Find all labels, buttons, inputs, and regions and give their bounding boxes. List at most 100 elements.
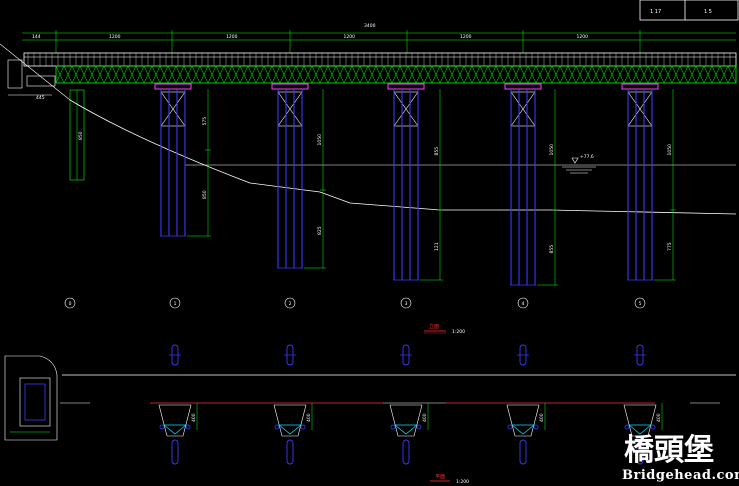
truss-member xyxy=(391,65,401,84)
pier-lower-depth: 850 xyxy=(202,190,208,199)
truss-member xyxy=(439,65,449,84)
truss-member xyxy=(223,65,233,84)
pier-lower-depth: 825 xyxy=(317,226,323,235)
axis-label: 5 xyxy=(639,301,642,307)
truss-member xyxy=(551,65,561,84)
elevation-title: 立面 xyxy=(429,323,439,330)
truss-member xyxy=(671,65,681,84)
pier-brace xyxy=(277,91,303,127)
axis-label: 2 xyxy=(289,301,292,307)
truss-member xyxy=(127,65,137,84)
pier-brace xyxy=(627,91,653,127)
pier-upper-depth: 1050 xyxy=(317,134,323,146)
truss-member xyxy=(703,65,713,84)
plan-pier-4: 400 xyxy=(506,344,546,465)
truss-member xyxy=(567,65,577,84)
truss-member xyxy=(255,65,265,84)
truss-member xyxy=(111,65,121,84)
truss-member xyxy=(687,65,697,84)
axis-circle xyxy=(400,297,412,309)
truss-member xyxy=(327,65,337,84)
plan-cap xyxy=(623,404,657,437)
truss-member xyxy=(247,65,257,84)
plan-pile xyxy=(274,424,280,430)
plan-dim-label: 400 xyxy=(422,413,428,422)
truss-member xyxy=(159,65,169,84)
pier-cap xyxy=(621,83,659,90)
pier-cap xyxy=(154,83,192,90)
pier-lower-depth: 855 xyxy=(549,245,555,254)
plan-cap-inner xyxy=(163,424,187,435)
plan-pile-column xyxy=(636,439,644,465)
truss-member xyxy=(655,65,665,84)
truss-member xyxy=(679,65,689,84)
truss-member xyxy=(479,65,489,84)
truss-member xyxy=(295,65,305,84)
truss-member xyxy=(143,65,153,84)
plan-cap xyxy=(273,404,307,437)
truss-member xyxy=(495,65,505,84)
truss-member xyxy=(455,65,465,84)
plan-pile xyxy=(185,424,191,430)
truss-diagonals xyxy=(55,65,737,84)
truss-member xyxy=(663,65,673,84)
truss-member xyxy=(519,65,529,84)
title-block-cell-1: 1 17 xyxy=(650,9,661,15)
truss-member xyxy=(511,65,521,84)
truss-member xyxy=(583,65,593,84)
truss-member xyxy=(615,65,625,84)
plan-cap-inner xyxy=(628,424,652,435)
ground-line xyxy=(69,99,737,215)
pier-cap xyxy=(271,83,309,90)
truss-member xyxy=(711,65,721,84)
truss-member xyxy=(367,65,377,84)
truss-member xyxy=(559,65,569,84)
plan-cap-inner xyxy=(394,424,418,435)
truss-member xyxy=(183,65,193,84)
plan-pier-3: 400 xyxy=(389,344,429,465)
truss-member xyxy=(423,65,433,84)
truss-member xyxy=(631,65,641,84)
water-level-label: +77.6 xyxy=(580,154,594,160)
truss-member xyxy=(503,65,513,84)
water-level-marker: +77.6 xyxy=(562,154,596,174)
truss-member xyxy=(279,65,289,84)
truss-member xyxy=(639,65,649,84)
truss-member xyxy=(359,65,369,84)
truss-member xyxy=(351,65,361,84)
pier-2: 1050 825 xyxy=(271,83,326,269)
title-block-cell-2: 1 5 xyxy=(704,9,712,15)
truss-member xyxy=(695,65,705,84)
truss-member xyxy=(543,65,553,84)
plan-pier-1: 400 xyxy=(158,344,198,465)
watermark: 橋頭堡 Bridgehead.com.cn xyxy=(622,433,739,483)
truss-member xyxy=(231,65,241,84)
left-abutment: 445 850 xyxy=(0,43,85,181)
pier-cap xyxy=(387,83,425,90)
plan-pile xyxy=(300,424,306,430)
pier-brace xyxy=(160,91,186,127)
plan-pile xyxy=(507,424,513,430)
plan-pile xyxy=(624,424,630,430)
truss-member xyxy=(343,65,353,84)
truss-member xyxy=(263,65,273,84)
truss-member xyxy=(527,65,537,84)
truss-member xyxy=(199,65,209,84)
left-end-label: 144 xyxy=(32,34,41,40)
truss-member xyxy=(535,65,545,84)
truss-member xyxy=(207,65,217,84)
plan-cap xyxy=(389,404,423,437)
plan-pile-column xyxy=(286,439,294,465)
truss-member xyxy=(463,65,473,84)
watermark-en: Bridgehead.com.cn xyxy=(622,468,739,483)
plan-pile xyxy=(650,424,656,430)
truss-member xyxy=(55,65,65,84)
title-block: 1 17 1 5 xyxy=(639,0,739,21)
pier-upper-depth: 1050 xyxy=(549,144,555,156)
